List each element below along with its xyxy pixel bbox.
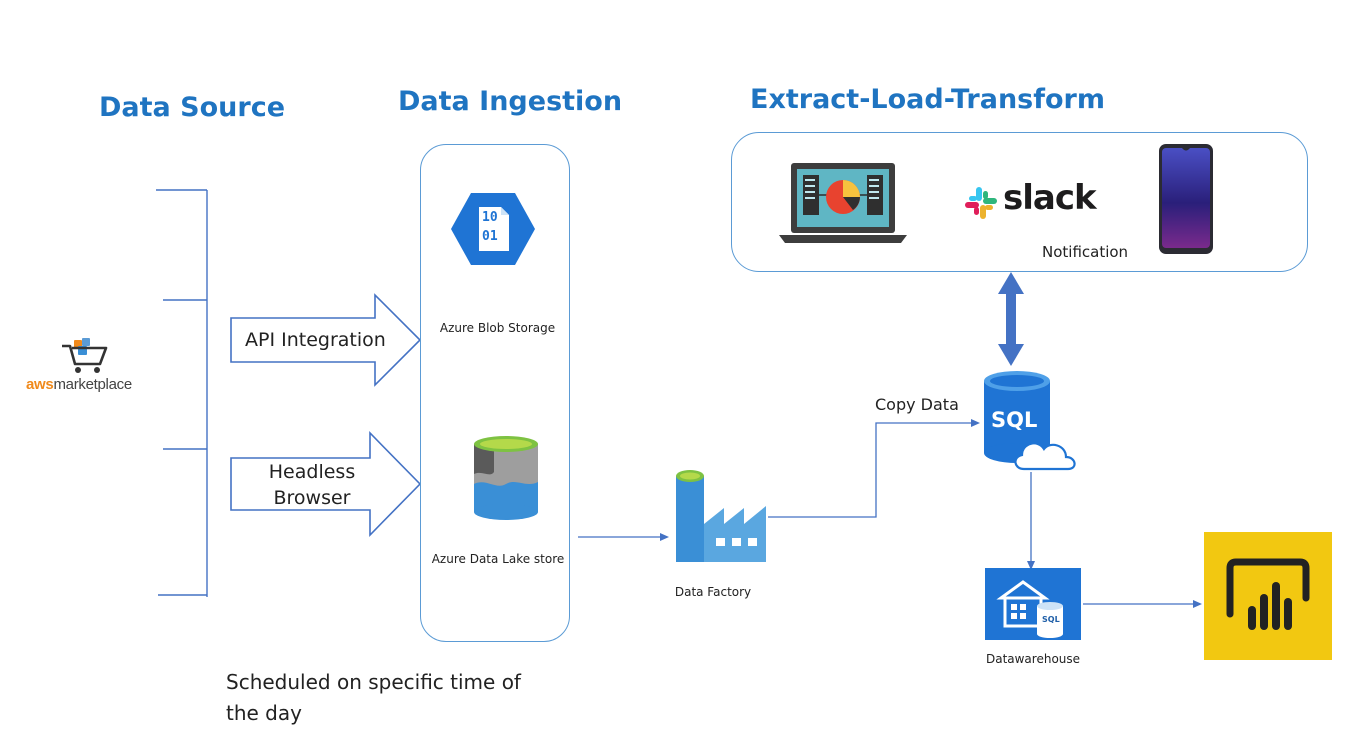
data-factory-label: Data Factory bbox=[674, 585, 752, 599]
smartphone-icon bbox=[1158, 143, 1214, 260]
warehouse-sql-badge: SQL bbox=[1042, 615, 1060, 624]
power-bi-icon bbox=[1204, 532, 1332, 665]
slack-wordmark: slack bbox=[1003, 178, 1097, 218]
headless-label-line2: Browser bbox=[273, 487, 351, 509]
warehouse-to-powerbi-connector bbox=[1083, 600, 1202, 608]
ingestion-panel bbox=[420, 144, 570, 642]
notification-label: Notification bbox=[1042, 243, 1129, 261]
headless-label-line1: Headless bbox=[268, 461, 356, 483]
schedule-line1: Scheduled on specific time of bbox=[226, 670, 521, 694]
elt-title: Extract-Load-Transform bbox=[750, 84, 1105, 115]
slack-logo-icon bbox=[963, 185, 999, 226]
blob-digits-top: 10 bbox=[482, 210, 498, 225]
elt-panel bbox=[731, 132, 1308, 272]
lake-to-factory-connector bbox=[578, 533, 669, 541]
data-warehouse-icon bbox=[985, 568, 1081, 645]
api-integration-arrow bbox=[230, 293, 422, 387]
aws-marketplace-logo: awsmarketplace bbox=[26, 376, 132, 393]
shopping-cart-icon bbox=[60, 336, 112, 381]
headless-browser-arrow bbox=[230, 431, 422, 537]
blob-storage-label: Azure Blob Storage bbox=[439, 321, 556, 335]
source-bracket bbox=[156, 189, 208, 597]
sql-icon-text: SQL bbox=[991, 408, 1038, 432]
data-lake-label: Azure Data Lake store bbox=[431, 552, 565, 566]
sql-to-warehouse-connector bbox=[1027, 472, 1035, 570]
schedule-line2: the day bbox=[226, 701, 302, 725]
data-factory-icon bbox=[672, 468, 768, 569]
sql-database-cloud-icon bbox=[980, 371, 1084, 484]
elt-sql-double-arrow bbox=[998, 272, 1024, 366]
aws-logo-text: aws bbox=[26, 376, 54, 393]
marketplace-logo-text: marketplace bbox=[53, 376, 132, 393]
azure-blob-storage-icon bbox=[449, 191, 537, 272]
api-integration-label: API Integration bbox=[245, 329, 386, 351]
blob-digits-bottom: 01 bbox=[482, 229, 498, 244]
copy-data-label: Copy Data bbox=[875, 395, 959, 414]
laptop-dashboard-icon bbox=[779, 161, 907, 250]
data-source-title: Data Source bbox=[99, 92, 286, 123]
factory-to-sql-connector bbox=[768, 419, 980, 518]
azure-data-lake-icon bbox=[472, 434, 540, 527]
data-ingestion-title: Data Ingestion bbox=[398, 86, 623, 117]
datawarehouse-label: Datawarehouse bbox=[985, 652, 1081, 666]
